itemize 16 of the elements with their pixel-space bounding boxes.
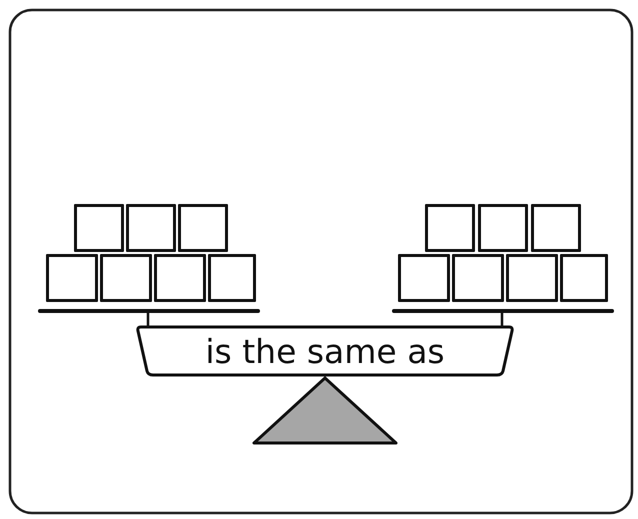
counting-square: [425, 204, 475, 252]
counting-square: [531, 204, 581, 252]
counting-square: [560, 254, 608, 302]
counting-square: [46, 254, 98, 302]
counting-square: [208, 254, 256, 302]
counting-square: [154, 254, 206, 302]
counting-square: [126, 204, 176, 252]
counting-square: [74, 204, 124, 252]
counting-square: [506, 254, 558, 302]
counting-square: [178, 204, 228, 252]
counting-square: [478, 204, 528, 252]
counting-square: [452, 254, 504, 302]
counting-square: [398, 254, 450, 302]
counting-square: [100, 254, 152, 302]
balance-beam: [135, 325, 515, 377]
comparison-text: is the same as: [205, 332, 445, 370]
